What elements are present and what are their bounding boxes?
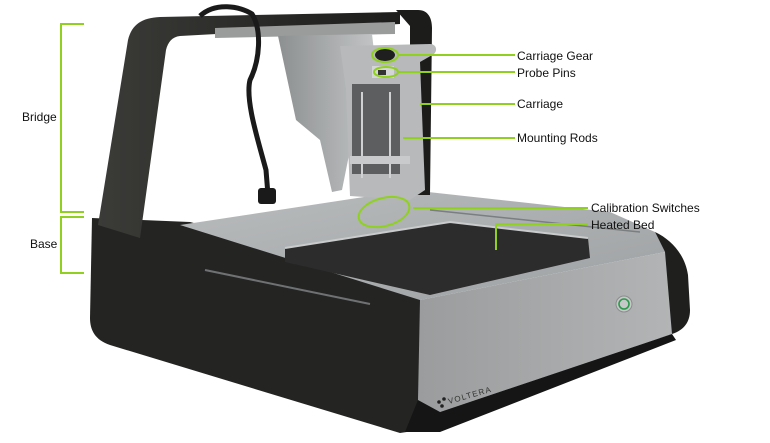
heated-bed-label: Heated Bed [591, 218, 655, 232]
base [90, 190, 690, 433]
base-label: Base [30, 237, 58, 251]
power-button [615, 295, 633, 313]
annotation-lines [60, 23, 588, 274]
calibration-switches-label: Calibration Switches [591, 201, 700, 215]
bridge-label: Bridge [22, 110, 57, 124]
carriage-gear-label: Carriage Gear [517, 49, 594, 63]
mounting-rods-label: Mounting Rods [517, 131, 598, 145]
carriage [278, 34, 437, 200]
carriage-label: Carriage [517, 97, 564, 111]
probe-pins-label: Probe Pins [517, 66, 576, 80]
